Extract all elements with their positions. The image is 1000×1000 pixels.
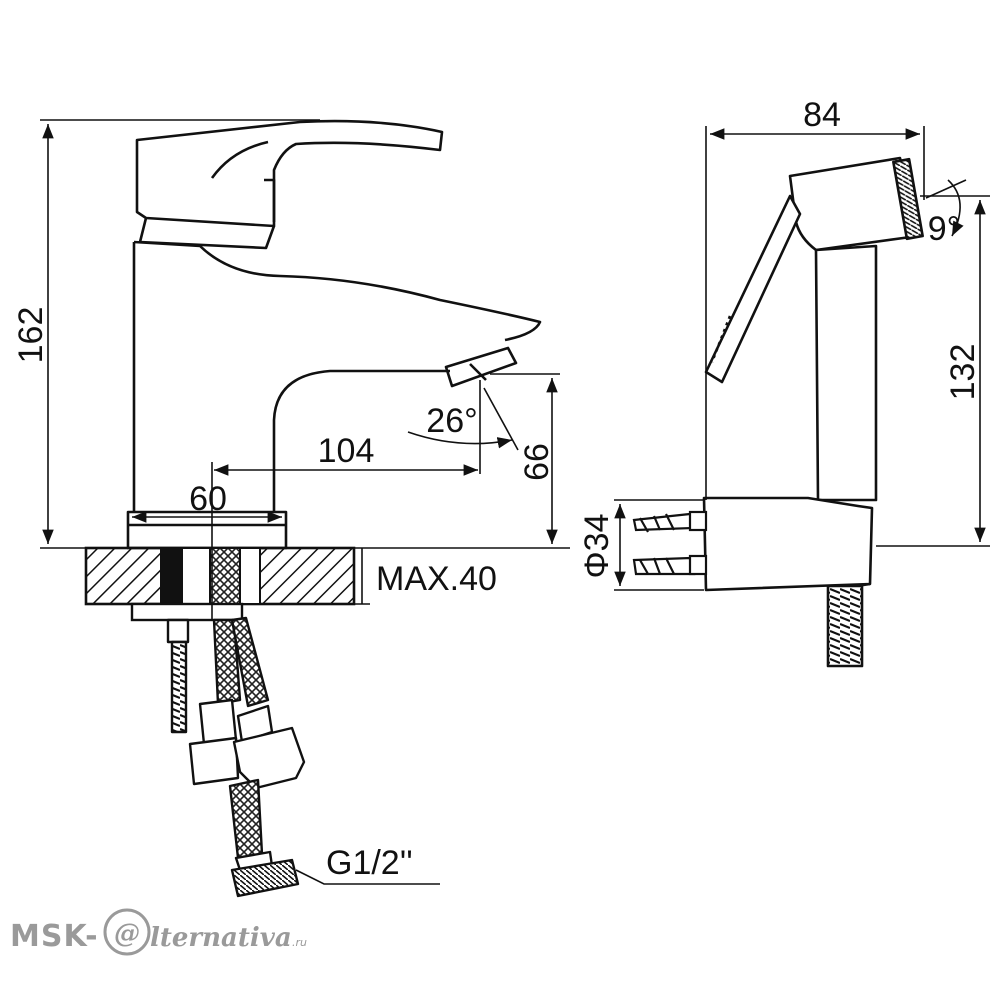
max-thickness-label: MAX.40 [376, 560, 497, 598]
height-total-label: 162 [12, 307, 50, 364]
shower-dimension-lines [614, 126, 990, 591]
hygienic-shower-view [702, 156, 924, 668]
hygienic-width-label: 84 [803, 96, 841, 134]
aerator [444, 346, 518, 388]
watermark-domain: .ru [292, 936, 307, 949]
site-watermark: MSK- @ lternativa .ru [10, 908, 307, 956]
watermark-suffix: lternativa [150, 923, 292, 953]
spout-reach-label: 104 [318, 432, 375, 470]
holder-height-label: 132 [944, 344, 982, 401]
spout-height-label: 66 [518, 443, 556, 481]
shower-dimension-labels: 84 9° 132 Φ34 [578, 96, 982, 578]
lever-handle [135, 119, 444, 228]
watermark-at-glyph: @ [114, 919, 140, 949]
watermark-prefix: MSK- [10, 919, 99, 954]
shower-handle [814, 244, 878, 502]
fixing-stud-and-hoses [166, 616, 306, 898]
countertop-section [84, 546, 356, 622]
mixer-dimension-labels: 162 104 60 66 26° MAX.40 G1/2'' [12, 307, 556, 882]
spout-angle-label: 26° [426, 402, 477, 440]
base-diameter-label: 60 [189, 480, 227, 518]
mixer-body [132, 242, 450, 512]
mixer-dimension-lines [40, 119, 570, 885]
hygienic-angle-label: 9° [928, 210, 961, 248]
wall-holder [702, 496, 874, 592]
thread-label: G1/2'' [326, 844, 413, 882]
wall-anchors [632, 510, 708, 576]
watermark-at-circle [103, 908, 151, 956]
holder-diameter-label: Φ34 [578, 514, 616, 579]
shower-trigger [704, 194, 802, 384]
shower-hose [826, 584, 864, 668]
